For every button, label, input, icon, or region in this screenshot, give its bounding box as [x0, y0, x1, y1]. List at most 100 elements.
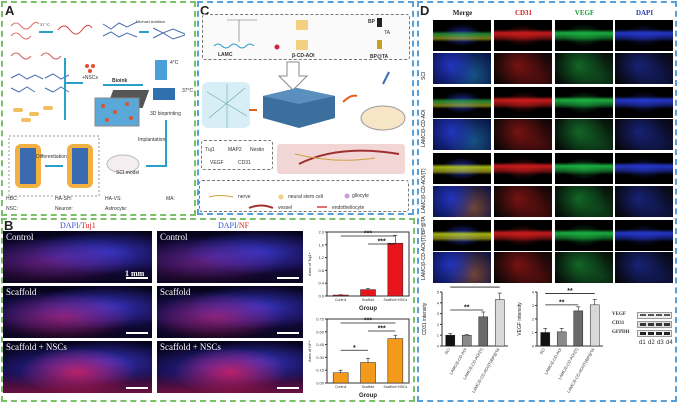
y-axis-label: Area of NF+ [307, 340, 312, 362]
scale-bar [277, 332, 299, 334]
image-label: Control [160, 232, 188, 242]
fluorescence-image [494, 252, 552, 283]
significance-label: *** [378, 326, 386, 333]
tissue-illustration [277, 144, 405, 174]
x-tick-label: LAMC/β-CD-AOI [543, 347, 562, 375]
scale-bar [126, 277, 148, 279]
marker-cd31: CD31 [238, 160, 251, 166]
x-tick-label: LAMC/β-CD-AOI [448, 347, 467, 375]
significance-label: ** [567, 288, 573, 295]
scale-bar [126, 387, 148, 389]
bpta-icon [377, 40, 382, 49]
panel-a-label: A [5, 3, 15, 18]
fluorescence-image [615, 185, 673, 217]
significance-label: *** [364, 318, 372, 325]
y-tick-label: 3 [437, 311, 440, 316]
image-label: Scaffold + NSCs [160, 342, 221, 352]
y-tick-label: 3 [532, 303, 535, 308]
legend-astrocyte: Astrocyte: [105, 206, 128, 212]
y-tick-label: 0.75 [316, 317, 325, 322]
lane-d3: d3 [657, 340, 664, 346]
legend-nerve-swatch [208, 195, 234, 198]
marker-box [201, 140, 273, 170]
cell-legend-box [199, 180, 409, 212]
fluorescence-image [555, 86, 613, 118]
nsc-cells [85, 64, 95, 73]
y-tick-label: 1.6 [318, 242, 324, 247]
significance-label: ** [559, 299, 565, 306]
fluorescence-image: Control [3, 231, 152, 283]
x-axis-label: Group [359, 393, 377, 399]
bar [332, 294, 349, 297]
bar [387, 338, 404, 384]
bar [478, 316, 489, 347]
y-tick-label: 0.0 [318, 294, 324, 299]
fluorescence-image [433, 153, 491, 184]
fluorescence-image [555, 153, 613, 184]
fluorescence-image [615, 119, 673, 150]
lane-d2: d2 [648, 340, 655, 346]
blot-label-gapdh: GFPDH [612, 330, 630, 335]
scale-bar [126, 332, 148, 334]
legend-nsc: NSC: [6, 206, 18, 212]
chart-vegf: 01234SCILAMC/β-CD-AOILAMC/β-CD-AOI/[T]LA… [517, 288, 603, 394]
cd-aoi-label: β-CD-AOI [292, 53, 315, 59]
blot-label-cd31: CD31 [612, 321, 625, 326]
image-label: Scaffold [6, 287, 37, 297]
bp-icon [377, 18, 382, 27]
network-closeup [202, 82, 250, 128]
panel-b-label: B [4, 218, 14, 233]
y-tick-label: 1 [437, 333, 440, 338]
step-sci-model: SCI model [116, 170, 140, 176]
legend-vessel-swatch [248, 204, 274, 209]
bp-label: BP [368, 19, 375, 25]
lane-d1: d1 [639, 340, 646, 346]
step-implantation: Implantation [138, 137, 166, 143]
fluorescence-image [615, 153, 673, 184]
legend-ha-sh: HA-SH: [55, 196, 72, 202]
stain-title-tuj1: DAPI/Tuj1 [60, 221, 96, 230]
fluorescence-image [555, 185, 613, 217]
bar [332, 372, 349, 384]
x-tick-label: SCI [443, 347, 451, 355]
lane-d4: d4 [666, 340, 673, 346]
fluorescence-image: Control [157, 231, 303, 283]
fluorescence-image [615, 20, 673, 51]
panel-d-label: D [420, 3, 430, 18]
fluorescence-image [433, 185, 491, 217]
bar [589, 304, 600, 347]
x-tick-label: Control [335, 385, 347, 389]
step-bioprinting: 3D bioprinting [150, 111, 181, 117]
fluorescence-image [615, 252, 673, 283]
legend-endotheliocyte: endotheliocyte [332, 205, 365, 211]
y-tick-label: 1.2 [318, 255, 324, 260]
legend-hbc: HBC: [6, 196, 18, 202]
image-label: Scaffold + NSCs [6, 342, 67, 352]
x-tick-label: Scaffold [362, 385, 375, 389]
fluorescence-image [615, 52, 673, 84]
y-tick-label: 1 [532, 330, 535, 335]
tuj1-text: Tuj1 [80, 221, 96, 230]
legend-nerve: nerve [238, 194, 251, 200]
fluorescence-image [433, 20, 491, 51]
fluorescence-image [494, 185, 552, 217]
scale-bar [277, 277, 299, 279]
step-37c: 37 °C [40, 22, 51, 27]
group-label: SCI [421, 71, 427, 80]
fluorescence-image [555, 52, 613, 84]
x-axis-label: Group [359, 306, 377, 312]
fluorescence-image [555, 119, 613, 150]
scale-bar-label: 1 mm [125, 269, 145, 278]
fluorescence-image [433, 52, 491, 84]
image-label: Scaffold [160, 287, 191, 297]
step-differentiation: Differentiation [36, 154, 67, 160]
panel-b [1, 218, 415, 402]
y-tick-label: 0.8 [318, 268, 324, 273]
fluorescence-image [494, 119, 552, 150]
rat-icon [106, 154, 140, 174]
group-label: LAMC/β-CD-AOI/[T] [421, 168, 427, 213]
panel-d [417, 1, 677, 402]
rat-icon [360, 105, 406, 131]
